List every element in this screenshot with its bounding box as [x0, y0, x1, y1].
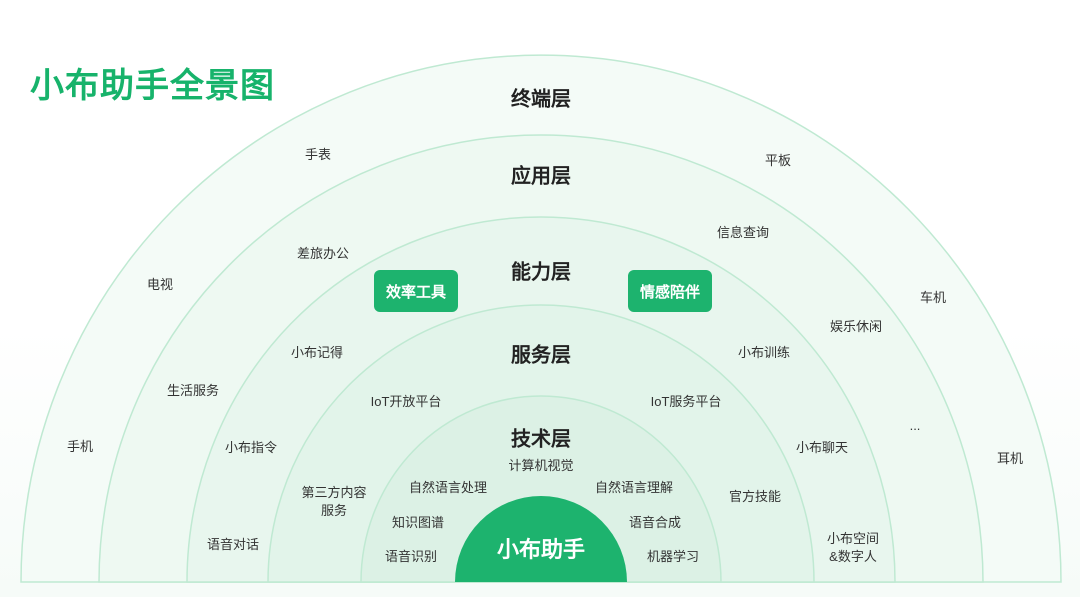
application-item-voice-dialog: 语音对话	[206, 537, 260, 552]
terminal-item-ellipsis: ...	[909, 418, 921, 433]
capability-item-memo: 小布记得	[290, 345, 344, 360]
layer-title-service: 服务层	[511, 344, 571, 367]
page-title: 小布助手全景图	[30, 67, 275, 105]
capability-badge-efficiency: 效率工具	[374, 270, 458, 312]
layer-title-capability: 能力层	[511, 261, 571, 284]
service-item-third-party: 第三方内容 服务	[301, 485, 367, 518]
service-item-iot-open: IoT开放平台	[370, 394, 442, 409]
application-item-space-digital: 小布空间 &数字人	[826, 531, 880, 564]
service-item-iot-service: IoT服务平台	[650, 394, 722, 409]
technology-item-nlp: 自然语言处理	[408, 480, 488, 495]
terminal-item-earphone: 耳机	[996, 451, 1024, 466]
service-item-official-skill: 官方技能	[728, 489, 782, 504]
technology-item-cv: 计算机视觉	[508, 458, 574, 473]
terminal-item-watch: 手表	[304, 147, 332, 162]
core-semicircle	[455, 496, 627, 582]
technology-item-ml: 机器学习	[646, 549, 700, 564]
application-item-business-travel: 差旅办公	[296, 246, 350, 261]
technology-item-nlu: 自然语言理解	[594, 480, 674, 495]
application-item-entertainment: 娱乐休闲	[829, 319, 883, 334]
terminal-item-tablet: 平板	[764, 153, 792, 168]
terminal-item-phone: 手机	[66, 439, 94, 454]
technology-item-kg: 知识图谱	[391, 515, 445, 530]
capability-item-chat: 小布聊天	[795, 440, 849, 455]
terminal-item-tv: 电视	[146, 277, 174, 292]
ring-technology	[360, 395, 722, 583]
core-label: 小布助手	[496, 537, 586, 562]
application-item-info-query: 信息查询	[716, 225, 770, 240]
technology-item-asr: 语音识别	[384, 549, 438, 564]
layer-title-application: 应用层	[511, 165, 571, 188]
terminal-item-car: 车机	[919, 290, 947, 305]
layer-title-technology: 技术层	[511, 428, 571, 451]
capability-item-command: 小布指令	[224, 440, 278, 455]
layer-title-terminal: 终端层	[511, 88, 571, 111]
capability-badge-emotion: 情感陪伴	[628, 270, 712, 312]
application-item-life-service: 生活服务	[166, 383, 220, 398]
technology-item-tts: 语音合成	[628, 515, 682, 530]
capability-item-training: 小布训练	[737, 345, 791, 360]
